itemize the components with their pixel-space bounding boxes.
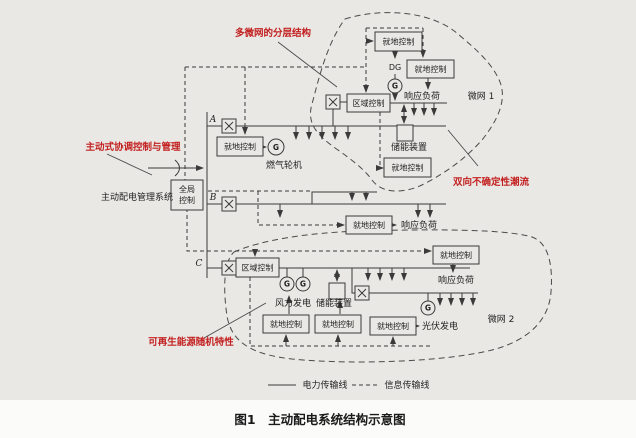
generator-icon-pv: G — [420, 300, 436, 316]
local-control-box-mg1-right: 就地控制 — [406, 59, 455, 79]
caption-strip — [0, 400, 636, 438]
svg-text:就地控制: 就地控制 — [383, 37, 415, 47]
local-control-box-mg2-load: 就地控制 — [432, 245, 480, 265]
generator-icon-wind-1: G — [279, 276, 295, 292]
legend-info-line-label: 信息传输线 — [384, 379, 429, 391]
pv-power-label: 光伏发电 — [422, 320, 458, 332]
generator-icon-wind-2: G — [295, 276, 311, 292]
storage-label-mg2: 储能装置 — [316, 297, 352, 309]
svg-text:G: G — [273, 143, 279, 152]
local-control-box-feeder-a: 就地控制 — [216, 136, 264, 157]
svg-text:G: G — [425, 304, 431, 313]
local-control-box-storage: 就地控制 — [314, 314, 362, 334]
mg2-subbranch-load-arrows — [437, 293, 476, 306]
local-control-box-feeder-b: 就地控制 — [345, 215, 393, 235]
feeder-c-label: C — [196, 259, 203, 269]
feeder-c-load-arrows — [365, 268, 407, 281]
svg-text:G: G — [300, 280, 306, 289]
svg-text:全局: 全局 — [179, 184, 195, 194]
generator-icon-dg: G — [387, 78, 403, 94]
pointer-renewable-random — [203, 302, 267, 339]
info-line-global-down — [186, 208, 432, 254]
svg-text:就地控制: 就地控制 — [440, 250, 472, 260]
svg-text:G: G — [284, 280, 290, 289]
responsive-load-label-mg1: 响应负荷 — [404, 90, 440, 102]
responsive-load-label-b: 响应负荷 — [401, 219, 437, 231]
annotation-bidirectional-flow: 双向不确定性潮流 — [452, 176, 530, 188]
global-control-box: 全局 控制 — [170, 179, 204, 211]
mg1-load-arrows — [411, 103, 437, 116]
breaker-icon-feeder-c — [221, 260, 237, 276]
feeder-a-load-arrows — [293, 126, 351, 140]
svg-text:就地控制: 就地控制 — [270, 319, 302, 329]
annotation-renewable-random: 可再生能源随机特性 — [148, 336, 234, 348]
regional-control-box-mg2: 区域控制 — [235, 257, 280, 278]
local-control-box-pv: 就地控制 — [369, 316, 417, 336]
info-line-mg2-bottom — [249, 277, 430, 347]
regional-control-box-mg1: 区域控制 — [346, 93, 391, 113]
breaker-icon-mg2 — [354, 285, 370, 301]
feeder-b-label: B — [209, 193, 217, 203]
info-arrow-local-b — [257, 191, 345, 228]
svg-text:就地控制: 就地控制 — [415, 64, 447, 74]
microgrid-1-label: 微网 1 — [468, 90, 495, 102]
svg-text:区域控制: 区域控制 — [242, 263, 274, 273]
svg-text:G: G — [392, 82, 398, 91]
microgrid-2-label: 微网 2 — [488, 313, 515, 325]
feeder-a-label: A — [209, 115, 217, 125]
svg-text:就地控制: 就地控制 — [377, 321, 409, 331]
legend: 电力传输线 信息传输线 — [268, 379, 430, 391]
generator-icon-gas: G — [267, 138, 285, 156]
pointer-multi-microgrid — [277, 41, 338, 88]
local-control-box-mg1-top: 就地控制 — [374, 31, 423, 52]
local-control-box-wind: 就地控制 — [262, 314, 310, 334]
local-control-box-mg1-bottom: 就地控制 — [383, 157, 432, 178]
breaker-icon-feeder-a — [221, 118, 237, 134]
breaker-icon-mg1 — [325, 94, 347, 110]
management-system-label: 主动配电管理系统 — [101, 191, 173, 203]
svg-text:就地控制: 就地控制 — [353, 220, 385, 230]
svg-text:控制: 控制 — [179, 195, 195, 205]
svg-text:就地控制: 就地控制 — [392, 163, 424, 173]
svg-text:区域控制: 区域控制 — [353, 98, 385, 108]
legend-power-line-label: 电力传输线 — [302, 379, 347, 391]
feeder-b-branch — [311, 191, 377, 204]
figure-caption: 图1 主动配电系统结构示意图 — [234, 412, 405, 427]
dg-label: DG — [389, 63, 401, 72]
wind-power-label: 风力发电 — [275, 297, 311, 309]
responsive-load-label-mg2: 响应负荷 — [438, 274, 474, 286]
storage-square-mg1 — [396, 124, 414, 142]
feeder-b-load-arrows — [277, 192, 433, 218]
gas-turbine-label: 燃气轮机 — [266, 159, 302, 171]
svg-text:就地控制: 就地控制 — [224, 142, 256, 152]
storage-square-mg2 — [328, 282, 346, 300]
pointer-coordinated-control — [106, 153, 153, 176]
breaker-icon-feeder-b — [221, 196, 237, 212]
annotation-coordinated-control: 主动式协调控制与管理 — [85, 141, 181, 153]
storage-label-mg1: 储能装置 — [391, 141, 427, 153]
pointer-bidirectional-flow — [447, 129, 479, 167]
annotation-multi-microgrid: 多微网的分层结构 — [235, 27, 312, 39]
line-hop-symbol — [174, 159, 180, 177]
svg-text:就地控制: 就地控制 — [322, 319, 354, 329]
